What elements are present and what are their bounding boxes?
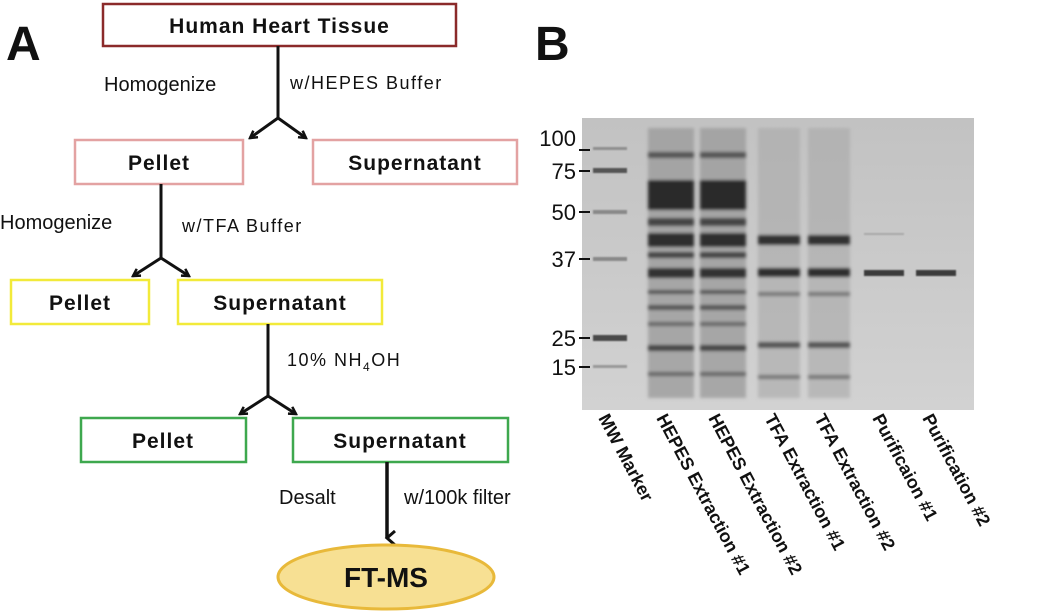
- panel-b-letter: B: [535, 18, 570, 71]
- lane-tfa-1-bands: [758, 128, 800, 398]
- level3-supernatant-label: Supernatant: [333, 430, 467, 453]
- level2-supernatant-box: Supernatant: [176, 278, 384, 326]
- step1-right-text: w/HEPES Buffer: [289, 73, 443, 93]
- level3-pellet-border: [79, 416, 248, 464]
- lane-label-hepes-1: HEPES Extraction #1: [652, 410, 754, 578]
- step2-arrow-right: [160, 256, 189, 276]
- top-box: Human Heart Tissue: [101, 2, 458, 48]
- lane-label-mw-marker: MW Marker: [594, 410, 657, 504]
- top-box-label: Human Heart Tissue: [169, 15, 390, 38]
- step3-arrow-left: [240, 394, 269, 414]
- level2-pellet-box: Pellet: [9, 278, 151, 326]
- level3-pellet-label: Pellet: [132, 430, 194, 453]
- lane-labels: MW Marker HEPES Extraction #1 HEPES Extr…: [594, 410, 994, 578]
- ftms-node: FT-MS: [276, 543, 496, 611]
- level1-supernatant-label: Supernatant: [348, 152, 482, 175]
- step1-arrow-right: [277, 116, 306, 138]
- mw-label-37: 37: [552, 247, 576, 272]
- panel-b: B: [535, 18, 994, 578]
- mw-label-75: 75: [552, 159, 576, 184]
- step3-text: 10% NH4OH: [287, 350, 401, 374]
- gel-bands: [593, 128, 956, 398]
- lane-hepes-2-bands: [700, 128, 746, 398]
- panel-a: A Human Heart Tissue Homogenize w/HEPES …: [0, 2, 519, 611]
- mw-axis: 100 75 50 37 25 15: [539, 126, 590, 380]
- mw-label-25: 25: [552, 326, 576, 351]
- panel-a-letter: A: [6, 18, 41, 71]
- level2-pellet-border: [9, 278, 151, 326]
- step2-left-text: Homogenize: [0, 212, 112, 234]
- step1-arrow-left: [250, 116, 279, 138]
- lane-hepes-1-bands: [648, 128, 694, 398]
- step4-left-text: Desalt: [279, 487, 336, 509]
- level2-supernatant-border: [176, 278, 384, 326]
- step3-arrow-right: [267, 394, 296, 414]
- ftms-label: FT-MS: [344, 562, 428, 593]
- lane-tfa-2-bands: [808, 128, 850, 398]
- ftms-ellipse: [276, 543, 496, 611]
- step1-left-text: Homogenize: [104, 74, 216, 96]
- top-box-border: [101, 2, 458, 48]
- step2-arrow-left: [133, 256, 162, 276]
- step3-prefix: 10% NH: [287, 350, 363, 370]
- mw-label-15: 15: [552, 355, 576, 380]
- mw-label-50: 50: [552, 200, 576, 225]
- step4-right-text: w/100k filter: [403, 487, 511, 509]
- level2-supernatant-label: Supernatant: [213, 292, 347, 315]
- level3-pellet-box: Pellet: [79, 416, 248, 464]
- level3-supernatant-border: [291, 416, 510, 464]
- step2-right-text: w/TFA Buffer: [181, 216, 303, 236]
- mw-label-100: 100: [539, 126, 576, 151]
- level1-pellet-label: Pellet: [128, 152, 190, 175]
- lane-purification-2-bands: [916, 270, 956, 276]
- lane-mw-marker-bands: [593, 147, 627, 368]
- level1-pellet-box: Pellet: [73, 138, 245, 186]
- step3-subscript: 4: [363, 360, 371, 374]
- lane-purification-1-bands: [864, 233, 904, 276]
- level1-supernatant-border: [311, 138, 519, 186]
- level2-pellet-label: Pellet: [49, 292, 111, 315]
- step3-suffix: OH: [371, 350, 401, 370]
- level3-supernatant-box: Supernatant: [291, 416, 510, 464]
- level1-pellet-border: [73, 138, 245, 186]
- level1-supernatant-box: Supernatant: [311, 138, 519, 186]
